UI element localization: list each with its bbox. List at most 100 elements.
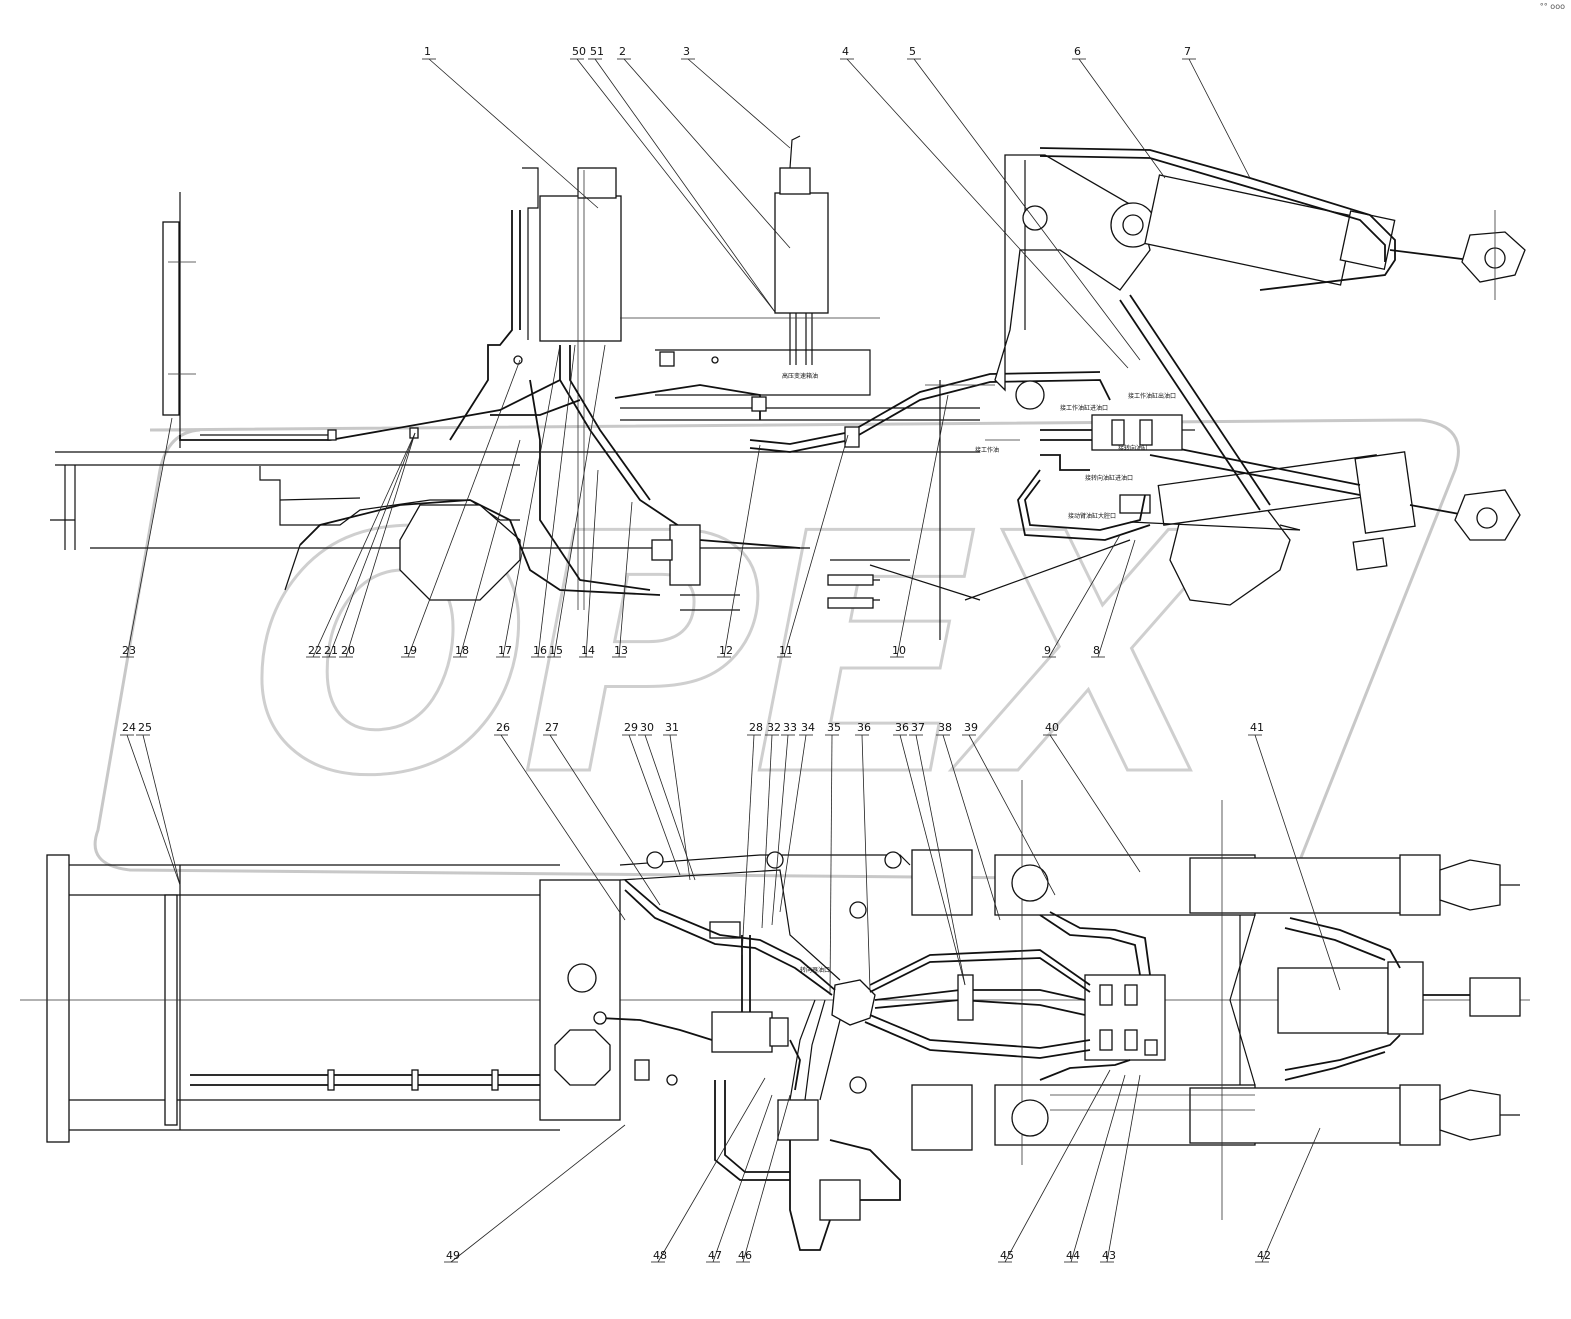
callout-28: 28 bbox=[741, 721, 763, 956]
callout-50: 50 bbox=[570, 45, 776, 313]
callout-13: 13 bbox=[612, 501, 633, 658]
callout-17: 17 bbox=[496, 344, 561, 658]
callout-46: 46 bbox=[736, 1094, 791, 1263]
callout-label: 22 bbox=[308, 644, 322, 657]
callout-label: 2 bbox=[619, 45, 626, 58]
callout-label: 16 bbox=[533, 644, 547, 657]
callout-label: 6 bbox=[1074, 45, 1081, 58]
callout-33: 33 bbox=[771, 721, 797, 926]
rear-bumper bbox=[46, 854, 70, 1143]
callout-label: 8 bbox=[1093, 644, 1100, 657]
callout-15: 15 bbox=[547, 344, 606, 658]
callout-label: 39 bbox=[964, 721, 978, 734]
callout-label: 44 bbox=[1066, 1249, 1080, 1262]
callout-label: 31 bbox=[665, 721, 679, 734]
callout-leader bbox=[345, 432, 416, 658]
callout-label: 3 bbox=[683, 45, 690, 58]
callout-34: 34 bbox=[779, 721, 815, 913]
callout-label: 51 bbox=[590, 45, 604, 58]
callout-2: 2 bbox=[617, 45, 791, 249]
callout-label: 33 bbox=[783, 721, 797, 734]
callout-leader bbox=[1261, 1127, 1321, 1263]
callout-41: 41 bbox=[1248, 721, 1341, 991]
port-note: 接转向油缸 bbox=[1118, 444, 1148, 452]
multi-valve-upper bbox=[1091, 414, 1183, 451]
callout-leader bbox=[913, 58, 1141, 361]
control-lever-base bbox=[779, 167, 811, 195]
callout-leader bbox=[428, 58, 599, 209]
callout-43: 43 bbox=[1100, 1074, 1141, 1263]
upper-view bbox=[50, 135, 1526, 640]
callout-label: 19 bbox=[403, 644, 417, 657]
callout-24: 24 bbox=[120, 721, 181, 886]
callout-leader bbox=[915, 734, 966, 986]
fork-right bbox=[1439, 1089, 1501, 1141]
callout-leader bbox=[896, 394, 949, 658]
callout-19: 19 bbox=[401, 359, 521, 658]
port-note: 接动臂油缸大腔口 bbox=[1068, 512, 1116, 520]
callout-leader bbox=[553, 344, 606, 658]
callout-20: 20 bbox=[339, 432, 416, 658]
callout-12: 12 bbox=[717, 444, 761, 658]
callout-label: 45 bbox=[1000, 1249, 1014, 1262]
lift-cylinder-left bbox=[1189, 857, 1406, 914]
callout-leader bbox=[657, 1077, 766, 1263]
front-cylinder-housing-lower bbox=[911, 1084, 973, 1151]
callout-leader bbox=[1070, 1074, 1126, 1263]
callout-leader bbox=[771, 734, 789, 926]
callout-16: 16 bbox=[531, 344, 576, 658]
hose-port-notes: 高压变速箱油接工作油缸进油口接工作油缸出油口接工作油接转向油缸进油口接动臂油缸大… bbox=[782, 372, 1176, 974]
callout-label: 10 bbox=[892, 644, 906, 657]
watermark-frame bbox=[93, 418, 1460, 882]
callout-label: 7 bbox=[1184, 45, 1191, 58]
callout-1: 1 bbox=[422, 45, 599, 209]
articulation-hub bbox=[831, 979, 876, 1026]
callout-label: 47 bbox=[708, 1249, 722, 1262]
callout-label: 37 bbox=[911, 721, 925, 734]
callout-leader bbox=[861, 734, 871, 991]
callout-label: 9 bbox=[1044, 644, 1051, 657]
callout-leader bbox=[126, 417, 173, 658]
tilt-cylinder-center bbox=[1277, 967, 1389, 1034]
callout-leader bbox=[537, 344, 576, 658]
callout-label: 20 bbox=[341, 644, 355, 657]
corner-mark: °° ooo bbox=[1539, 2, 1565, 11]
callout-label: 42 bbox=[1257, 1249, 1271, 1262]
callout-label: 43 bbox=[1102, 1249, 1116, 1262]
callout-7: 7 bbox=[1182, 45, 1251, 179]
callout-leader bbox=[628, 734, 681, 876]
callout-label: 17 bbox=[498, 644, 512, 657]
callout-leader bbox=[407, 359, 521, 658]
callout-leader bbox=[328, 432, 416, 658]
callout-leader bbox=[712, 1094, 773, 1263]
callout-leader bbox=[618, 501, 633, 658]
callout-45: 45 bbox=[998, 1069, 1111, 1263]
filter-unit bbox=[819, 1179, 861, 1221]
callout-leader bbox=[1049, 734, 1141, 873]
callout-4: 4 bbox=[840, 45, 1129, 369]
callout-11: 11 bbox=[777, 434, 849, 658]
callout-18: 18 bbox=[453, 439, 521, 658]
callout-leader bbox=[1188, 58, 1251, 179]
callout-leader bbox=[594, 58, 776, 313]
callout-leader bbox=[1048, 534, 1121, 658]
callout-label: 29 bbox=[624, 721, 638, 734]
callout-8: 8 bbox=[1091, 539, 1136, 658]
callout-23: 23 bbox=[120, 417, 173, 658]
port-note: 接工作油缸进油口 bbox=[1060, 404, 1108, 412]
boom-arm bbox=[994, 154, 1151, 392]
callout-leader bbox=[500, 734, 626, 921]
callout-label: 41 bbox=[1250, 721, 1264, 734]
callout-leader bbox=[502, 344, 561, 658]
callout-27: 27 bbox=[543, 721, 661, 906]
callout-leader bbox=[761, 734, 773, 929]
callout-26: 26 bbox=[494, 721, 626, 921]
front-cylinder-housing-upper bbox=[911, 849, 973, 916]
callout-label: 27 bbox=[545, 721, 559, 734]
callout-leader bbox=[1097, 539, 1136, 658]
callout-label: 21 bbox=[324, 644, 338, 657]
callout-label: 24 bbox=[122, 721, 136, 734]
